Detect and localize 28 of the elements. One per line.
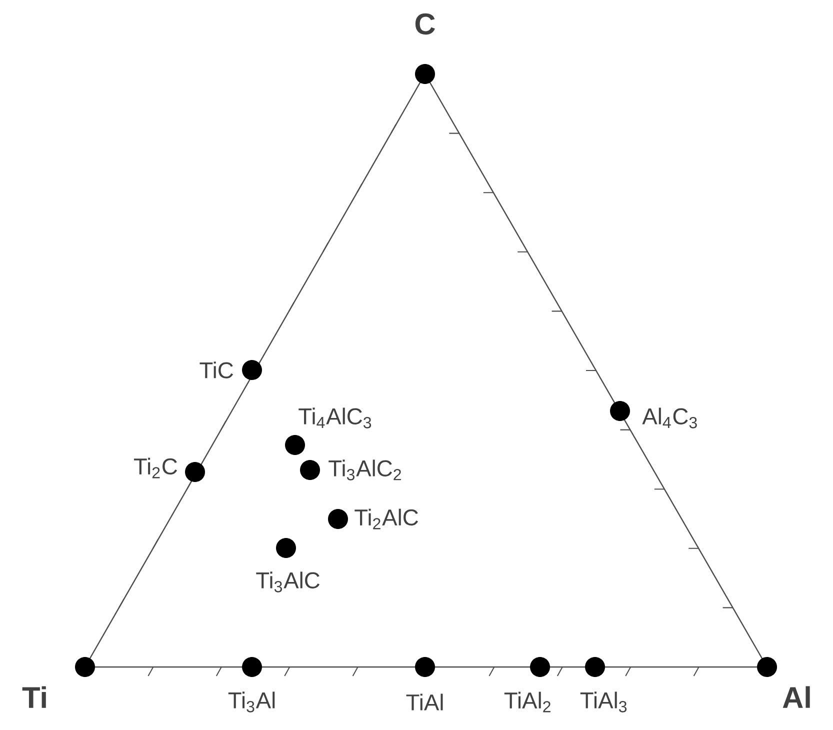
composition-dot — [285, 435, 305, 455]
compound-label: Ti$_{2}$AlC — [354, 508, 418, 530]
composition-dot — [610, 401, 630, 421]
composition-dot — [530, 657, 550, 677]
composition-dot — [415, 64, 435, 84]
compound-label: Ti$_{3}$Al — [228, 692, 275, 712]
compound-label: Ti$_{3}$AlC$_{2}$ — [328, 460, 401, 480]
composition-dot — [300, 460, 320, 480]
compound-label: TiAl$_{3}$ — [580, 692, 627, 712]
composition-dot — [757, 657, 777, 677]
composition-dot — [276, 538, 296, 558]
element-label: Al — [782, 686, 810, 708]
composition-dot — [585, 657, 605, 677]
composition-dot — [185, 462, 205, 482]
element-label: C — [415, 13, 435, 35]
compound-label: TiC — [200, 362, 234, 378]
compound-label: Ti$_{2}$C — [134, 458, 178, 478]
compound-label: Ti$_{4}$AlC$_{3}$ — [298, 408, 372, 428]
element-label: Ti — [22, 686, 46, 708]
composition-dot — [242, 360, 262, 380]
composition-dot — [415, 657, 435, 677]
compound-label: Ti$_{3}$AlC — [256, 572, 320, 592]
composition-dot — [328, 509, 348, 529]
composition-dot — [242, 657, 262, 677]
compound-label: TiAl$_{2}$ — [504, 692, 550, 712]
compound-label: Al$_{4}$C$_{3}$ — [642, 408, 697, 428]
composition-dot — [75, 657, 95, 677]
compound-label: TiAl — [406, 694, 443, 710]
